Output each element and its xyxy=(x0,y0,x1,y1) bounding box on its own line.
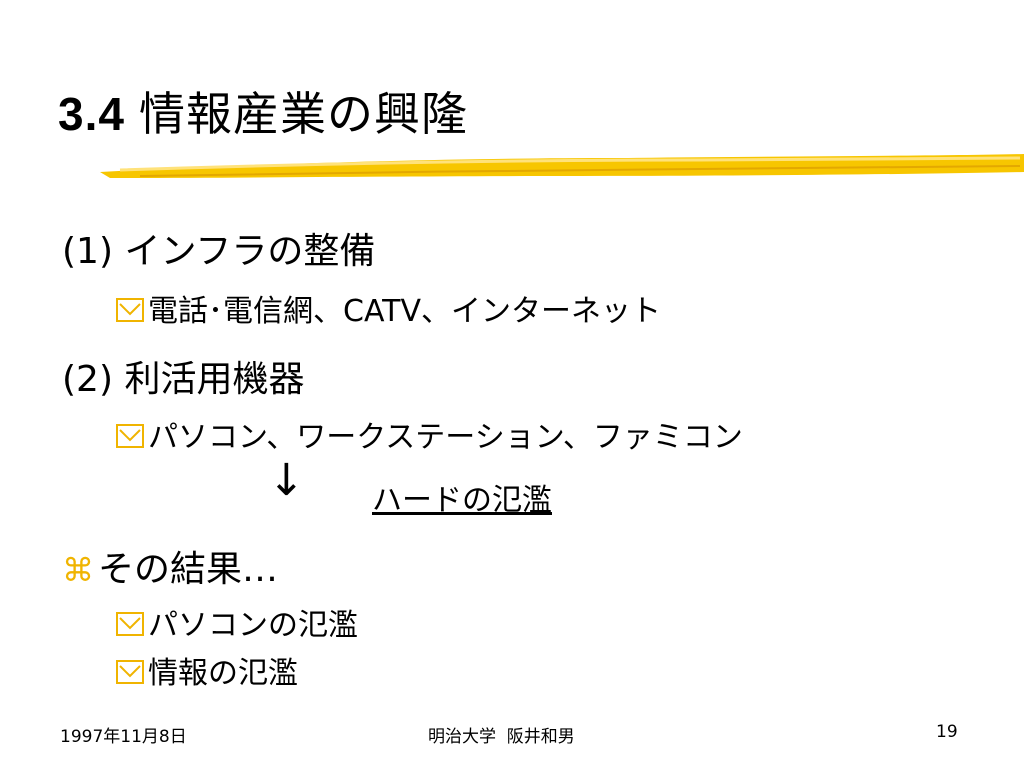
command-bullet-icon: ⌘ xyxy=(62,551,94,589)
subitem-info-flood-text: 情報の氾濫 xyxy=(148,656,298,691)
subitem-pc-flood: パソコンの氾濫 xyxy=(116,600,358,644)
item-devices: (2) 利活用機器 xyxy=(62,359,305,400)
title-text: 情報産業の興隆 xyxy=(138,87,468,141)
item-result: ⌘その結果… xyxy=(62,540,278,592)
down-arrow-icon: ↓ xyxy=(268,455,305,506)
checkbox-bullet-icon xyxy=(116,659,144,684)
hardware-flood-note: ハードの氾濫 xyxy=(372,483,552,518)
subitem-networks: 電話･電信網、CATV、インターネット xyxy=(116,286,661,330)
subitem-pc-flood-text: パソコンの氾濫 xyxy=(148,608,358,643)
footer-date: 1997年11月8日 xyxy=(60,727,187,747)
checkbox-bullet-icon xyxy=(116,423,144,448)
checkbox-bullet-icon xyxy=(116,297,144,322)
subitem-networks-text: 電話･電信網、CATV、インターネット xyxy=(148,294,661,329)
subitem-devices-text: パソコン、ワークステーション、ファミコン xyxy=(148,420,743,455)
item-infrastructure: (1) インフラの整備 xyxy=(62,231,376,272)
item-result-text: その結果… xyxy=(98,549,279,590)
title-number: 3.4 xyxy=(58,88,125,140)
checkbox-bullet-icon xyxy=(116,611,144,636)
footer-page-number: 19 xyxy=(936,722,958,742)
footer-author: 明治大学 阪井和男 xyxy=(428,727,575,747)
highlighter-stroke xyxy=(100,154,1024,178)
subitem-info-flood: 情報の氾濫 xyxy=(116,648,298,692)
subitem-devices: パソコン、ワークステーション、ファミコン xyxy=(116,412,743,456)
